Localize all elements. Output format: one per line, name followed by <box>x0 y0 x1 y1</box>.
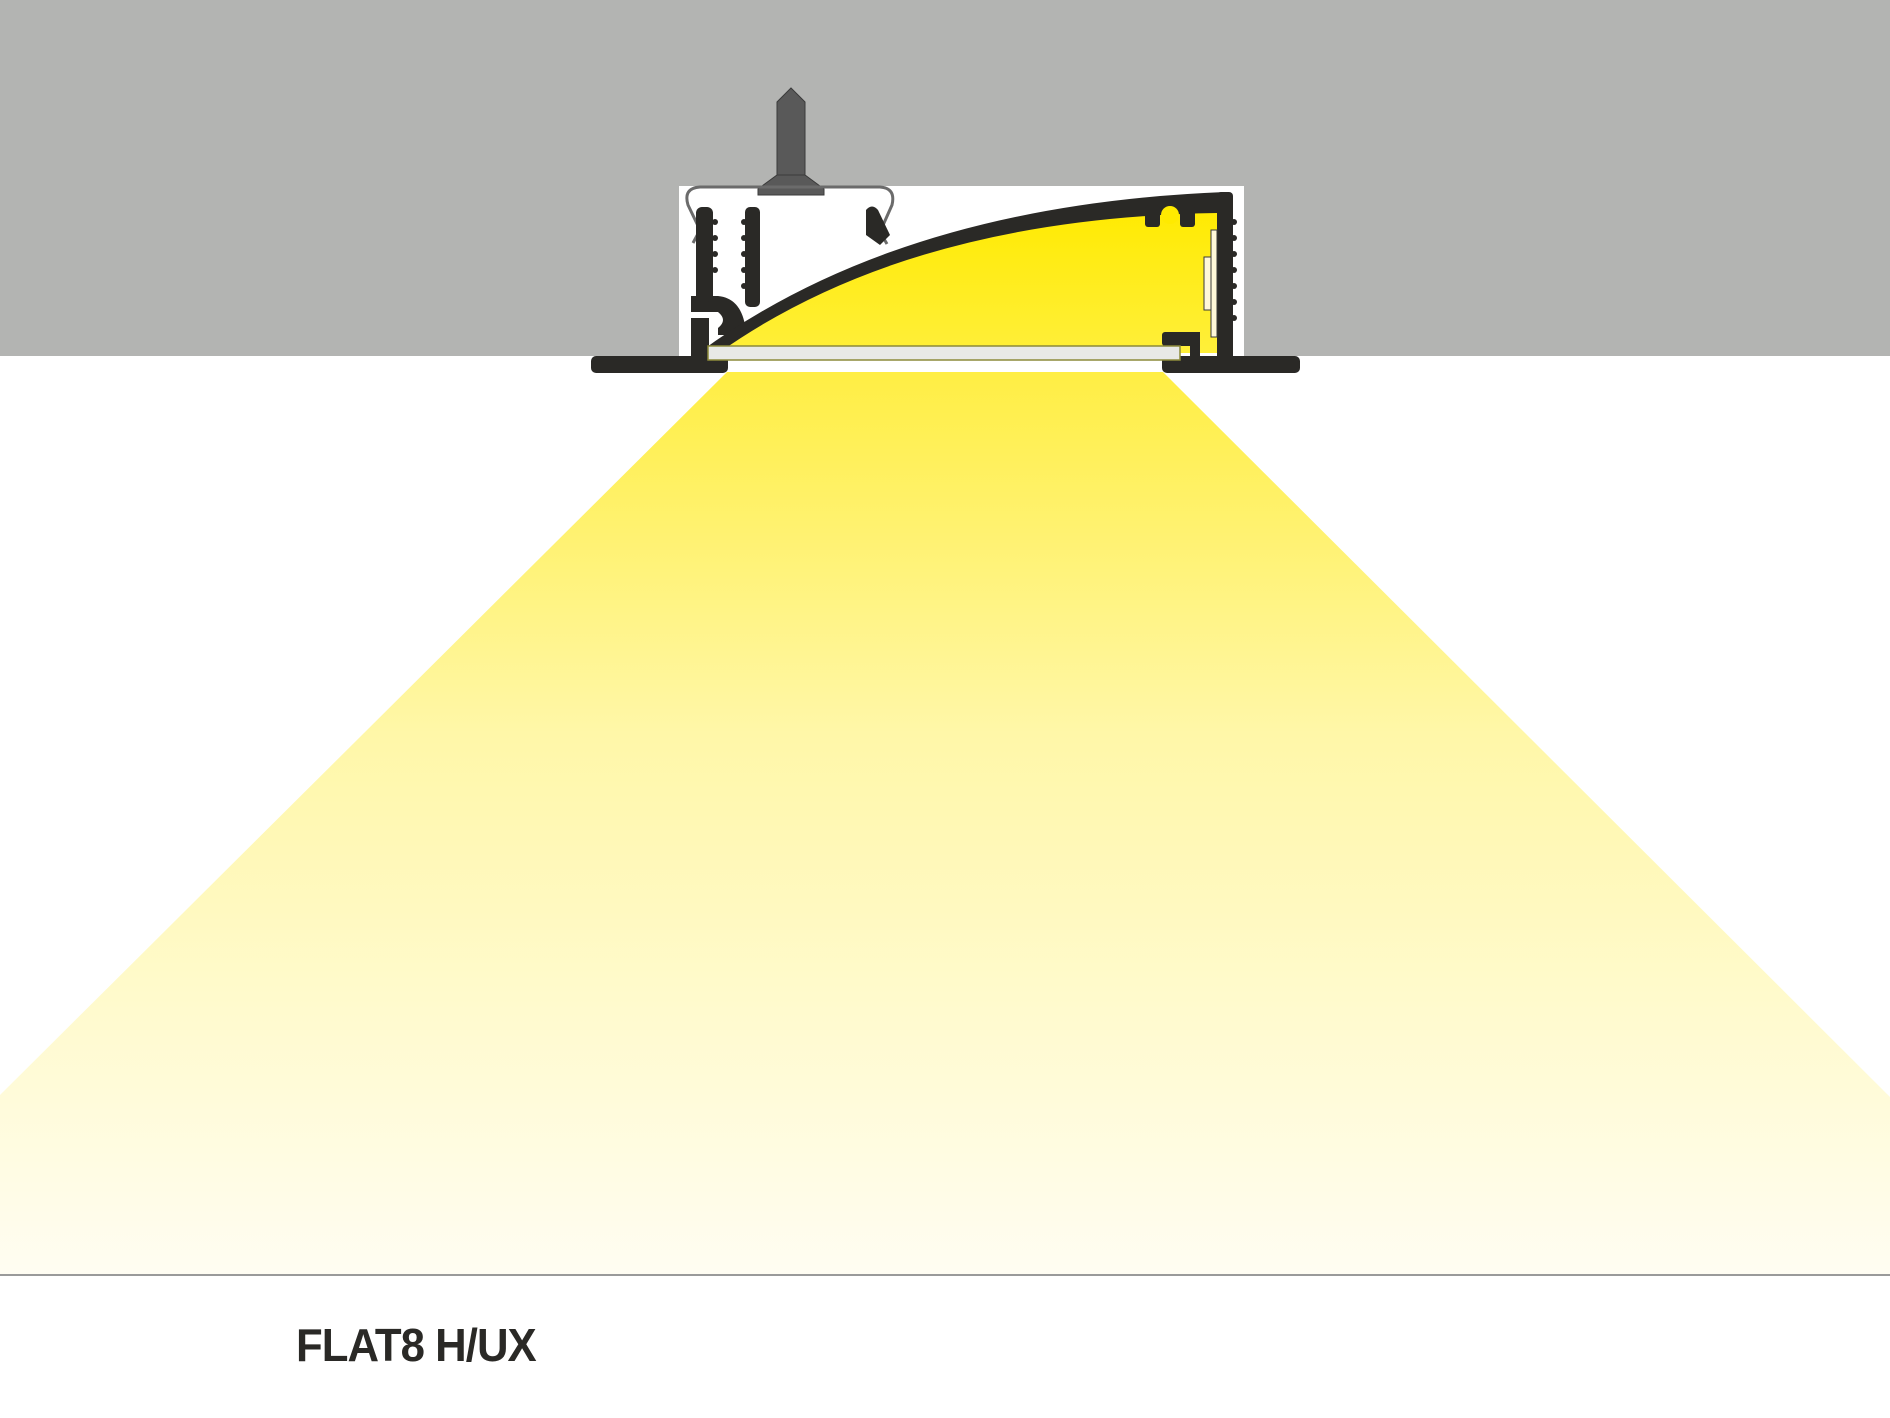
profile-notch <box>1161 206 1179 224</box>
aluminium-profile <box>591 192 1300 373</box>
floor-line <box>0 1274 1890 1276</box>
product-name: FLAT8 H/UX <box>296 1319 537 1371</box>
mounting-clip <box>685 185 895 245</box>
diffuser <box>707 345 1181 361</box>
lens-cavity <box>712 205 1217 353</box>
led-strip <box>1210 229 1218 338</box>
light-beam <box>0 372 1890 1275</box>
mounting-screw-icon <box>757 87 825 196</box>
led-chip <box>1203 256 1212 311</box>
